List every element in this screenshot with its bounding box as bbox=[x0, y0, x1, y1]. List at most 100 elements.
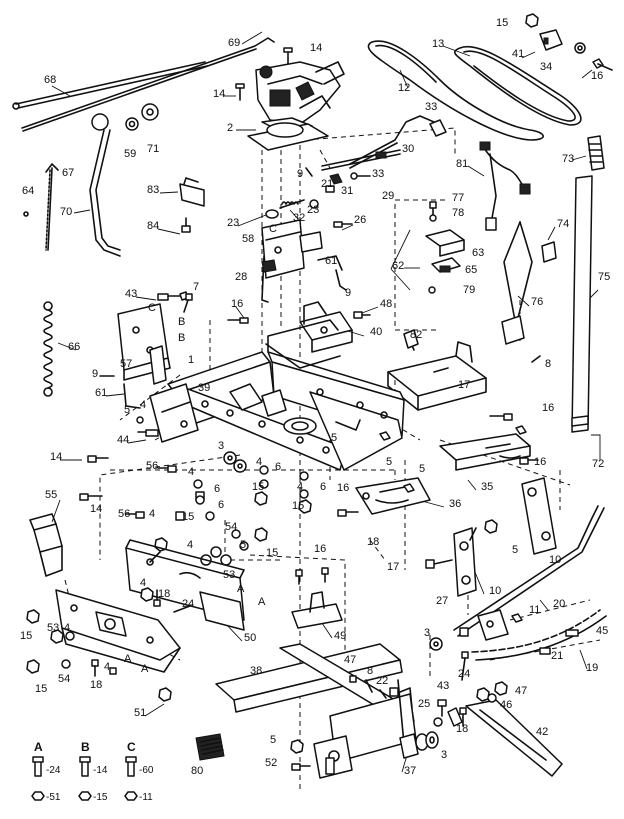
callout-83: 83 bbox=[147, 184, 159, 196]
callout-3: 3 bbox=[424, 627, 430, 639]
callout-5: 5 bbox=[512, 544, 518, 556]
callout-61: 61 bbox=[325, 255, 337, 267]
washers-cluster bbox=[193, 451, 312, 566]
callout-27: 27 bbox=[436, 595, 448, 607]
legend-nut-icon bbox=[31, 791, 45, 801]
legend-letter: A bbox=[34, 740, 43, 754]
wiring-harness-81 bbox=[479, 141, 531, 231]
callout-4: 4 bbox=[256, 456, 262, 468]
callout-5: 5 bbox=[331, 432, 337, 444]
callout-39: 39 bbox=[198, 382, 210, 394]
callout-15: 15 bbox=[292, 500, 304, 512]
bracket-55 bbox=[29, 513, 63, 577]
callout-32: 32 bbox=[293, 212, 305, 224]
bracket-58 bbox=[261, 219, 347, 303]
grille-80 bbox=[195, 733, 225, 761]
clevis-45-21 bbox=[539, 629, 579, 655]
main-frame-1 bbox=[167, 319, 405, 471]
callout-14: 14 bbox=[310, 42, 322, 54]
callout-70: 70 bbox=[60, 206, 72, 218]
bracket-35 bbox=[439, 433, 531, 471]
callout-40: 40 bbox=[370, 326, 382, 338]
hardware-5-52-bottom bbox=[290, 739, 311, 771]
callout-61: 61 bbox=[95, 387, 107, 399]
callout-65: 65 bbox=[465, 264, 477, 276]
callout-49: 49 bbox=[334, 630, 346, 642]
callout-7: 7 bbox=[193, 281, 199, 293]
callout-15: 15 bbox=[20, 630, 32, 642]
callout-56: 56 bbox=[118, 508, 130, 520]
hardware-23-32 bbox=[265, 199, 353, 228]
legend-bottom-number: -51 bbox=[46, 792, 61, 803]
callout-47: 47 bbox=[515, 685, 527, 697]
callout-84: 84 bbox=[147, 220, 159, 232]
callout-54: 54 bbox=[58, 673, 70, 685]
callout-5: 5 bbox=[386, 456, 392, 468]
callout-48: 48 bbox=[380, 298, 392, 310]
callout-14: 14 bbox=[213, 88, 225, 100]
callout-15: 15 bbox=[182, 511, 194, 523]
callout-16: 16 bbox=[314, 543, 326, 555]
callout-26: 26 bbox=[354, 214, 366, 226]
axle-hardware-37 bbox=[399, 731, 439, 759]
bracket-assembly-63 bbox=[425, 201, 465, 294]
legend-top-number: -14 bbox=[93, 765, 108, 776]
pins-43-25-18 bbox=[433, 699, 467, 727]
callout-12: 12 bbox=[398, 82, 410, 94]
hardware-lower-left bbox=[26, 609, 172, 702]
callout-51: 51 bbox=[134, 707, 146, 719]
bolt-14-top bbox=[235, 47, 293, 101]
callout-4: 4 bbox=[188, 466, 194, 478]
callout-17: 17 bbox=[458, 379, 470, 391]
callout-C: C bbox=[269, 223, 277, 235]
callout-13: 13 bbox=[432, 38, 444, 50]
callout-50: 50 bbox=[244, 632, 256, 644]
callout-4: 4 bbox=[187, 539, 193, 551]
rod-30 bbox=[321, 149, 401, 171]
callout-34: 34 bbox=[540, 61, 552, 73]
callout-56: 56 bbox=[146, 460, 158, 472]
callout-66: 66 bbox=[68, 341, 80, 353]
callout-41: 41 bbox=[512, 48, 524, 60]
legend-nut-icon bbox=[124, 791, 138, 801]
callout-53: 53 bbox=[47, 622, 59, 634]
bolts-left-middle bbox=[79, 455, 205, 552]
callout-30: 30 bbox=[402, 143, 414, 155]
callout-64: 64 bbox=[22, 185, 34, 197]
chain-67 bbox=[23, 163, 59, 251]
callout-4: 4 bbox=[297, 481, 303, 493]
callout-42: 42 bbox=[536, 726, 548, 738]
side-bracket-57 bbox=[117, 291, 189, 385]
callout-62: 62 bbox=[392, 260, 404, 272]
callout-17: 17 bbox=[387, 561, 399, 573]
callout-43: 43 bbox=[125, 288, 137, 300]
callout-16: 16 bbox=[591, 70, 603, 82]
legend-bolt-icon bbox=[79, 756, 91, 777]
callout-59: 59 bbox=[124, 148, 136, 160]
callout-3: 3 bbox=[218, 440, 224, 452]
callout-1: 1 bbox=[188, 354, 194, 366]
callout-14: 14 bbox=[90, 503, 102, 515]
spring-66 bbox=[43, 301, 53, 397]
callout-A: A bbox=[141, 663, 149, 675]
legend-item-a: A-24-51 bbox=[31, 740, 61, 803]
callout-76: 76 bbox=[531, 296, 543, 308]
callout-15: 15 bbox=[35, 683, 47, 695]
callout-15: 15 bbox=[266, 547, 278, 559]
steering-gear-assembly bbox=[247, 61, 345, 151]
callout-18: 18 bbox=[456, 723, 468, 735]
callout-8: 8 bbox=[545, 358, 551, 370]
callout-4: 4 bbox=[140, 399, 146, 411]
steering-rod-20 bbox=[453, 505, 605, 637]
callout-75: 75 bbox=[598, 271, 610, 283]
callout-37: 37 bbox=[404, 765, 416, 777]
bracket-40 bbox=[299, 301, 371, 353]
callout-5: 5 bbox=[270, 734, 276, 746]
callout-A: A bbox=[258, 596, 266, 608]
hardware-legend: A-24-51B-14-15C-60-11 bbox=[31, 740, 154, 803]
legend-item-c: C-60-11 bbox=[124, 740, 154, 803]
callout-29: 29 bbox=[382, 190, 394, 202]
callout-31: 31 bbox=[341, 185, 353, 197]
